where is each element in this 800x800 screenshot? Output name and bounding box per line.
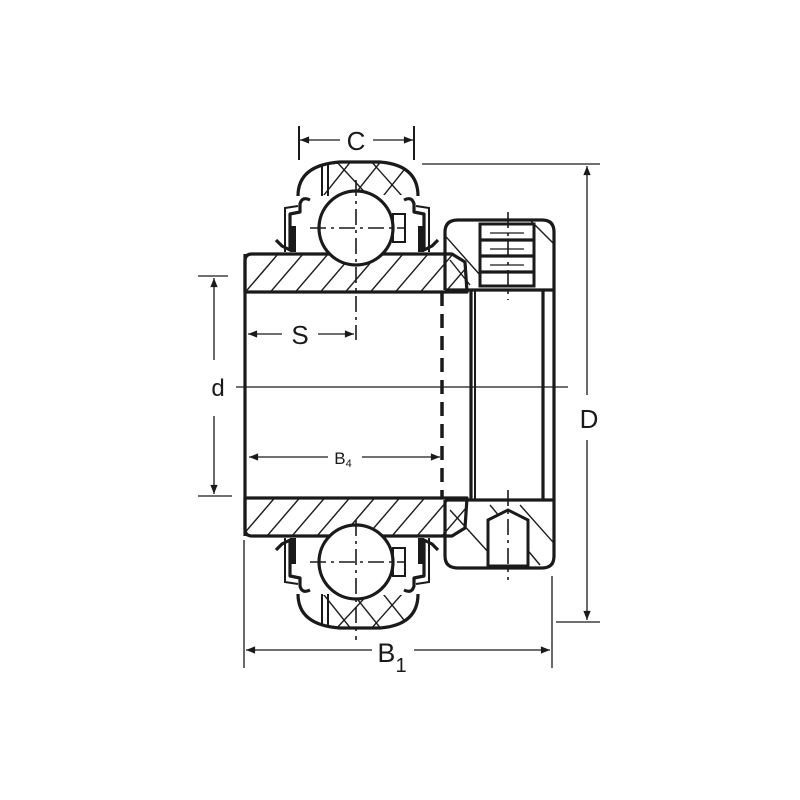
set-screw-hole	[486, 490, 530, 580]
label-c: C	[347, 126, 366, 156]
seal-lower-left	[274, 538, 311, 593]
outer-ring-lower-section	[296, 593, 420, 630]
ball-lower	[310, 520, 406, 640]
dimension-b1: B1	[243, 540, 553, 677]
label-b4: B4	[334, 449, 351, 470]
label-s: S	[291, 320, 308, 350]
ball-upper	[310, 180, 406, 340]
seal-upper-left	[274, 197, 311, 252]
dimension-c: C	[298, 126, 415, 160]
set-screw-threaded	[478, 212, 536, 300]
dimension-b4: B4	[248, 449, 441, 470]
bore-outline	[243, 254, 444, 536]
seal-lower-right	[403, 538, 440, 593]
label-b1: B1	[377, 638, 406, 677]
seal-upper-right	[403, 197, 440, 252]
label-d: d	[211, 375, 224, 402]
dimension-d-outer: D	[422, 163, 600, 623]
label-D: D	[580, 404, 599, 434]
dimension-s: S	[247, 320, 355, 350]
dimension-d-bore: d	[198, 275, 232, 497]
